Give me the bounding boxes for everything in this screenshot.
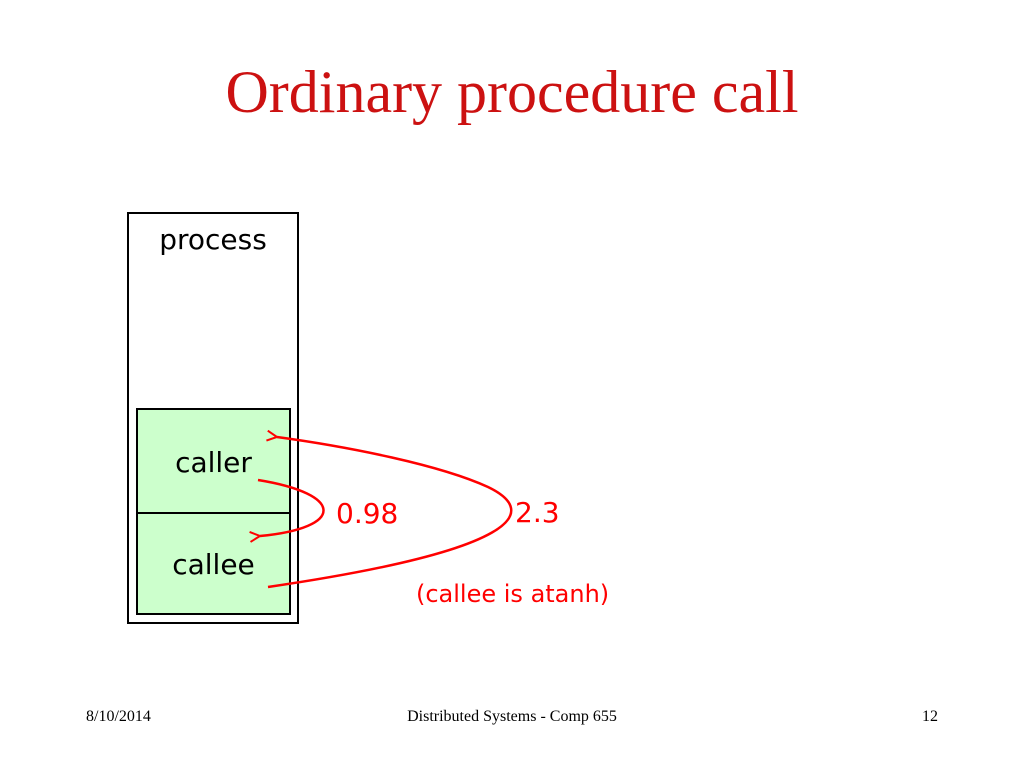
callee-frame <box>136 512 291 615</box>
argument-value: 0.98 <box>336 497 399 530</box>
footer-date: 8/10/2014 <box>86 708 151 725</box>
footer-course: Distributed Systems - Comp 655 <box>407 708 617 725</box>
return-arrow <box>268 437 513 589</box>
process-label: process <box>159 223 267 256</box>
callee-note: (callee is atanh) <box>416 580 610 608</box>
caller-label: caller <box>175 446 252 479</box>
return-value: 2.3 <box>515 496 560 529</box>
callee-label: callee <box>172 548 255 581</box>
caller-frame <box>136 408 291 514</box>
call-arrow <box>258 478 325 536</box>
footer-page-number: 12 <box>922 708 938 725</box>
slide-title: Ordinary procedure call <box>225 59 799 125</box>
